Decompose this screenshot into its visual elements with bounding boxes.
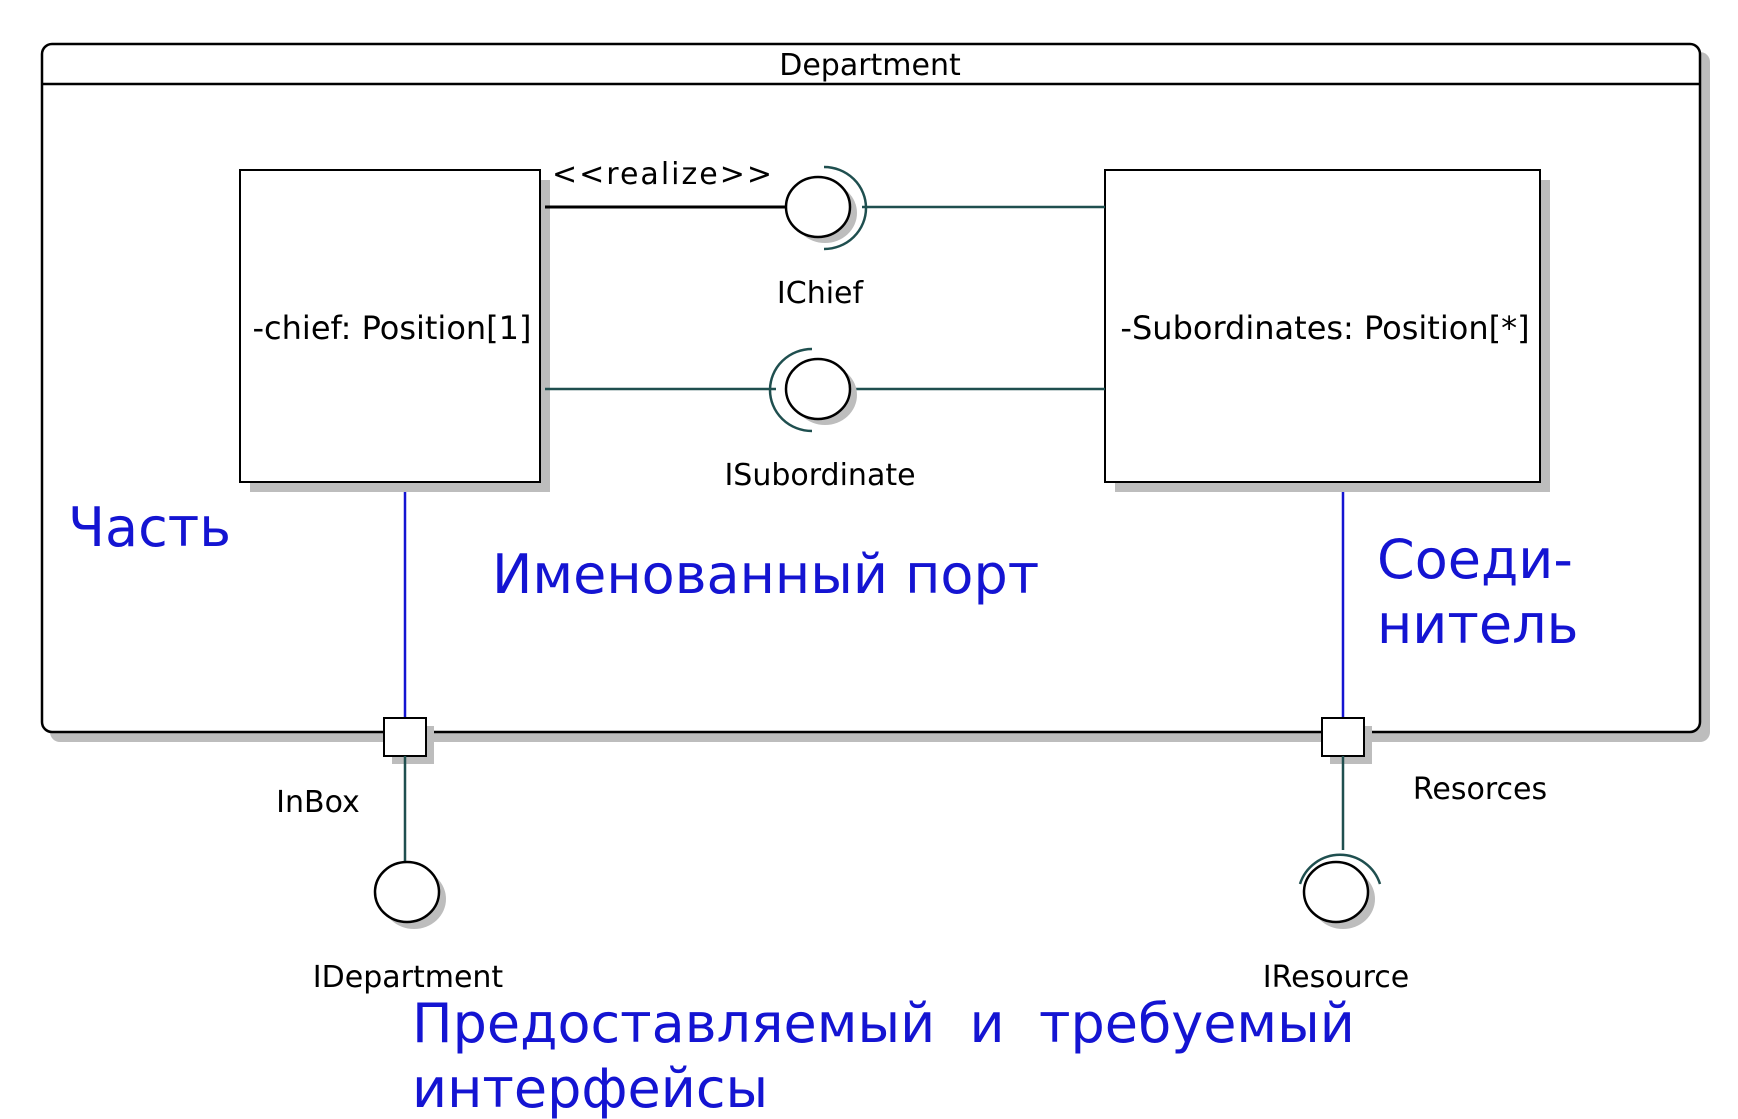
annotation-part: Часть (68, 496, 231, 559)
department-title: Department (779, 48, 961, 83)
realize-stereotype: <<realize>> (552, 157, 774, 192)
annotation-connector-line1: Соеди- (1377, 528, 1573, 591)
ichief-label: IChief (777, 276, 865, 311)
annotation-interfaces-line1: Предоставляемый и требуемый (412, 992, 1355, 1055)
annotation-named-port: Именованный порт (492, 543, 1039, 606)
isubordinate-label: ISubordinate (724, 458, 915, 493)
iresource-interface (1298, 853, 1382, 929)
isubordinate-lollipop-icon (784, 357, 852, 421)
idepartment-interface (373, 860, 446, 929)
part-subordinates: -Subordinates: Position[*] (1104, 169, 1550, 492)
iresource-label: IResource (1263, 960, 1409, 995)
ichief-interface (784, 165, 868, 251)
iresource-socket-icon (1298, 853, 1382, 885)
port-resources (1321, 717, 1372, 764)
iresource-lollipop-icon (1302, 860, 1370, 924)
part-chief-label: -chief: Position[1] (253, 309, 532, 347)
idepartment-label: IDepartment (313, 960, 504, 995)
isubordinate-interface (768, 347, 857, 433)
ichief-socket-icon (823, 165, 868, 251)
port-resources-label: Resorces (1413, 772, 1547, 807)
annotation-interfaces-line2: интерфейсы (412, 1057, 768, 1119)
port-inbox (383, 717, 434, 764)
part-chief: -chief: Position[1] (239, 169, 550, 492)
isubordinate-socket-icon (768, 347, 813, 433)
idepartment-lollipop-icon (373, 860, 441, 924)
part-subordinates-label: -Subordinates: Position[*] (1120, 309, 1529, 347)
ichief-lollipop-icon (784, 175, 852, 239)
annotation-connector-line2: нитель (1377, 593, 1578, 656)
port-inbox-label: InBox (276, 785, 360, 820)
